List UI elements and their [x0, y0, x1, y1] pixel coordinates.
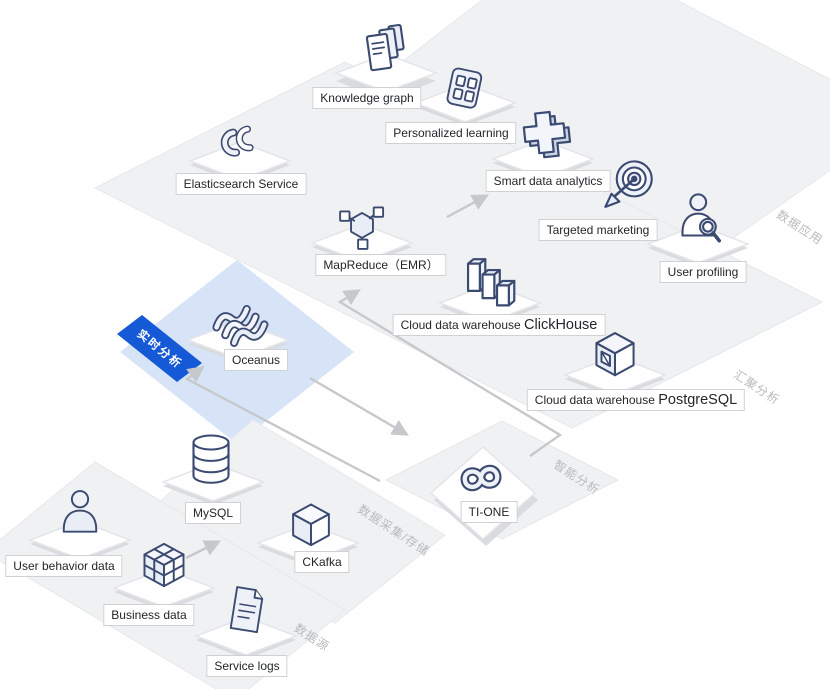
band-aggregation	[93, 61, 824, 429]
platform	[160, 462, 266, 505]
label-postgresql: Cloud data warehouse PostgreSQL	[526, 389, 746, 411]
label-oceanus: Oceanus	[223, 349, 289, 371]
label-knowledge-graph: Knowledge graph	[312, 87, 422, 109]
label-user-profiling: User profiling	[659, 261, 747, 283]
label-postgresql-product: PostgreSQL	[658, 392, 738, 408]
label-clickhouse-prefix: Cloud data warehouse	[400, 318, 525, 332]
label-mysql: MySQL	[184, 502, 242, 524]
label-mapreduce-emr: MapReduce（EMR）	[315, 254, 447, 276]
label-ti-one: TI-ONE	[460, 501, 518, 523]
connector-mapreduce-to-analytics	[446, 194, 489, 219]
platform	[193, 616, 299, 659]
label-service-logs: Service logs	[206, 655, 288, 677]
connectors	[184, 194, 563, 560]
platform	[111, 568, 217, 611]
label-ckafka: CKafka	[294, 551, 350, 573]
connector-oceanus-to-tione	[309, 376, 409, 436]
label-clickhouse: Cloud data warehouse ClickHouse	[392, 314, 606, 336]
label-clickhouse-product: ClickHouse	[524, 317, 598, 333]
label-personalized-learning: Personalized learning	[385, 122, 517, 144]
connector-to-oceanus	[184, 366, 381, 483]
platform	[27, 520, 133, 563]
connector-business-to-mysql	[185, 540, 222, 560]
label-business-data: Business data	[103, 604, 195, 626]
label-targeted-marketing: Targeted marketing	[538, 219, 658, 241]
label-user-behavior-data: User behavior data	[5, 555, 123, 577]
label-postgresql-prefix: Cloud data warehouse	[534, 393, 659, 407]
realtime-ribbon	[117, 315, 202, 382]
label-smart-data-analytics: Smart data analytics	[485, 170, 611, 192]
platform	[645, 224, 751, 267]
connector-tione-to-mapreduce	[337, 289, 563, 457]
label-elasticsearch-service: Elasticsearch Service	[175, 173, 307, 195]
